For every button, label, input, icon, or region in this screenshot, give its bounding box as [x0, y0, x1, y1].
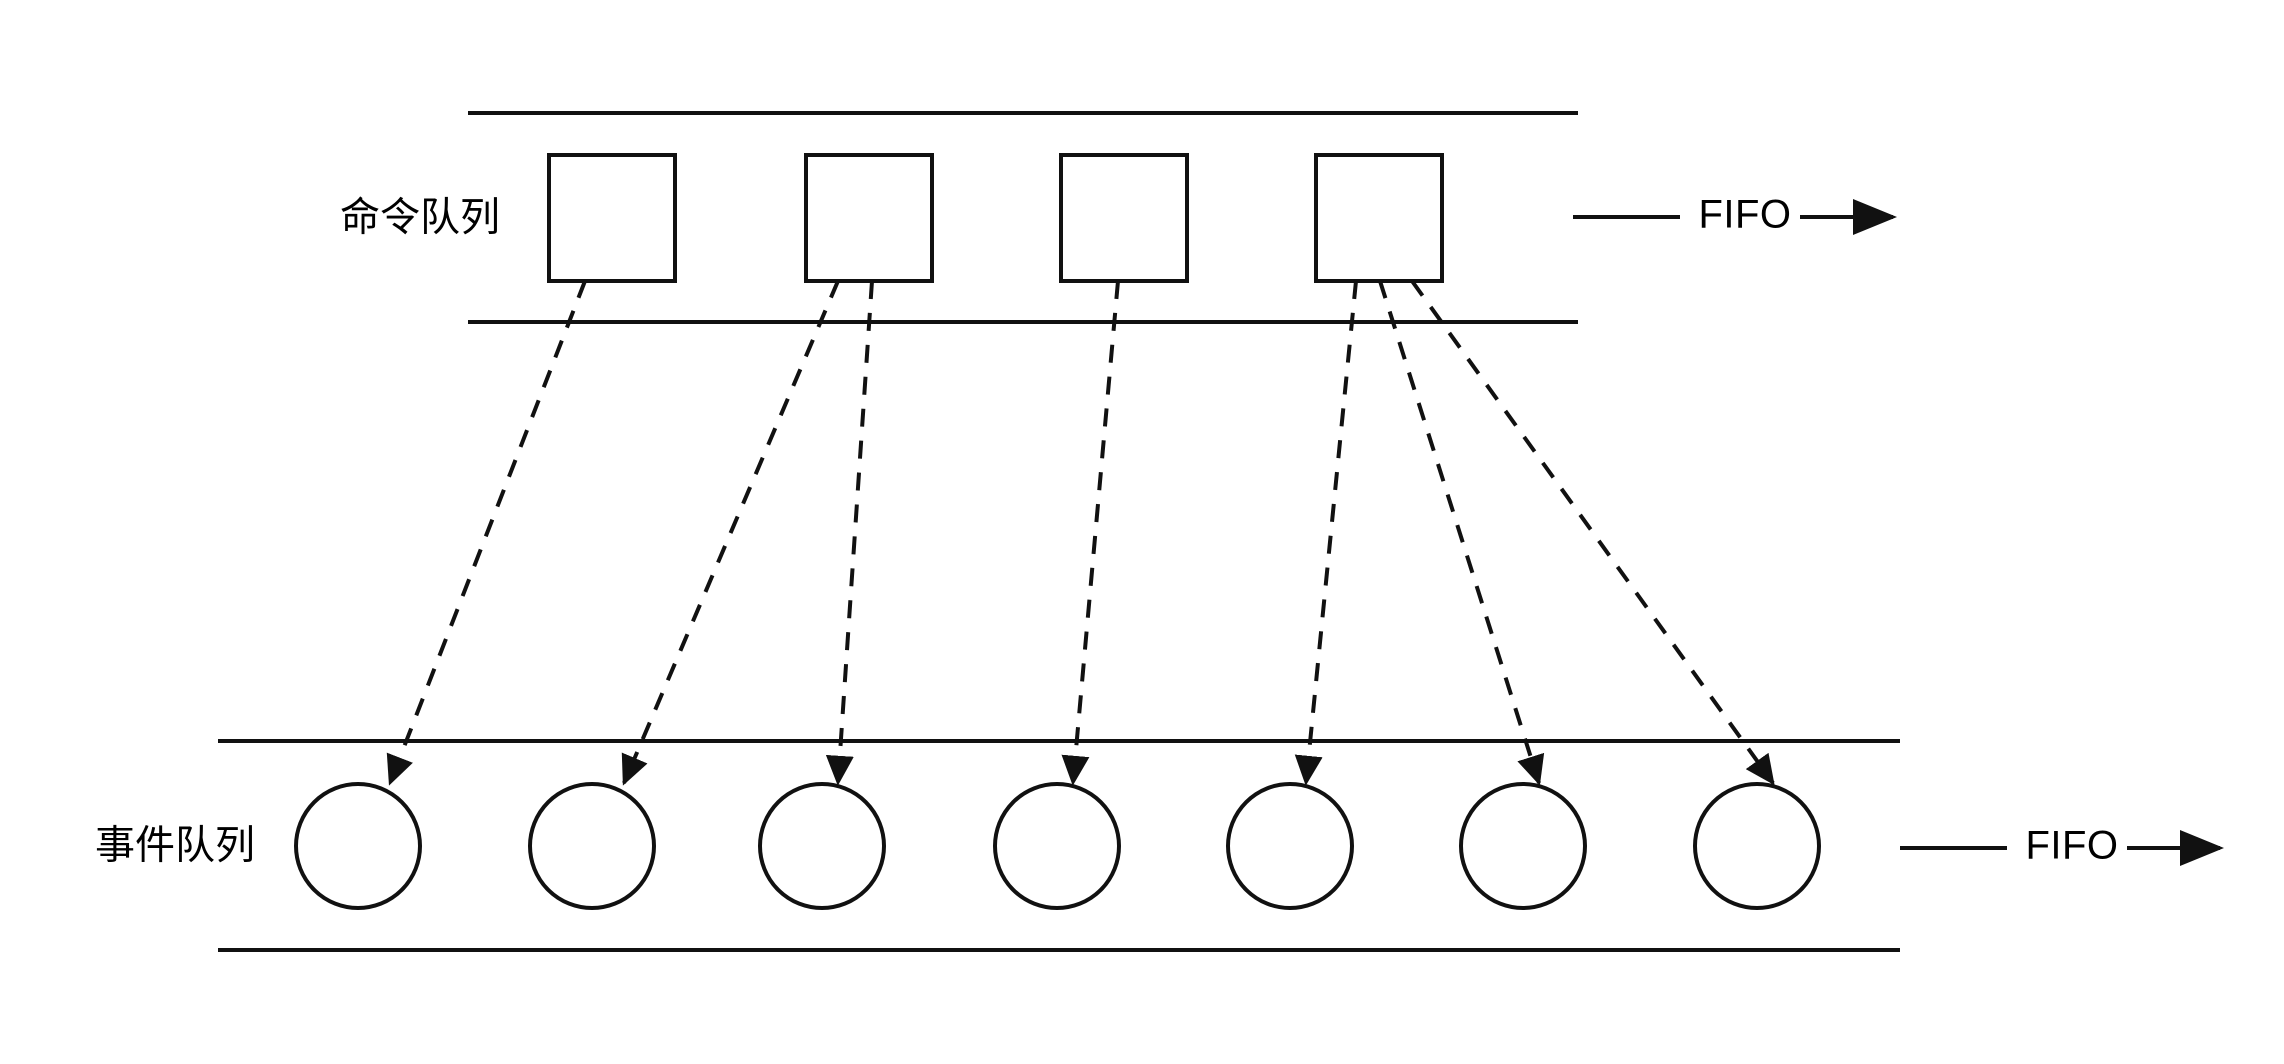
command-slot-3[interactable] — [1059, 153, 1189, 283]
command-slot-2[interactable] — [804, 153, 934, 283]
command-queue-label: 命令队列 — [340, 196, 500, 240]
event-fifo-label: FIFO — [2025, 824, 2118, 868]
event-slots — [294, 782, 1821, 910]
map-cmd3-to-event4 — [1061, 280, 1120, 786]
command-queue-fifo-indicator: FIFO — [1573, 193, 1897, 237]
event-queue-group: 事件队列 FIFO — [95, 739, 2224, 952]
event-slot-2[interactable] — [528, 782, 656, 910]
command-queue-group: 命令队列 FIFO — [340, 111, 1897, 324]
mapping-arrows — [386, 279, 1775, 786]
map-cmd2-to-event2 — [621, 280, 840, 786]
command-fifo-label: FIFO — [1698, 193, 1791, 237]
map-cmd1-to-event1 — [386, 280, 587, 786]
command-slots — [547, 153, 1444, 283]
event-queue-label: 事件队列 — [95, 824, 255, 868]
event-slot-7[interactable] — [1693, 782, 1821, 910]
event-slot-1[interactable] — [294, 782, 422, 910]
map-cmd4-to-event7 — [1410, 279, 1775, 786]
event-queue-fifo-indicator: FIFO — [1900, 824, 2224, 868]
event-slot-4[interactable] — [993, 782, 1121, 910]
event-slot-3[interactable] — [758, 782, 886, 910]
command-slot-1[interactable] — [547, 153, 677, 283]
map-cmd4-to-event6 — [1378, 280, 1545, 786]
command-slot-4[interactable] — [1314, 153, 1444, 283]
event-slot-6[interactable] — [1459, 782, 1587, 910]
map-cmd2-to-event3 — [825, 280, 874, 786]
event-slot-5[interactable] — [1226, 782, 1354, 910]
map-cmd4-to-event5 — [1294, 280, 1358, 786]
